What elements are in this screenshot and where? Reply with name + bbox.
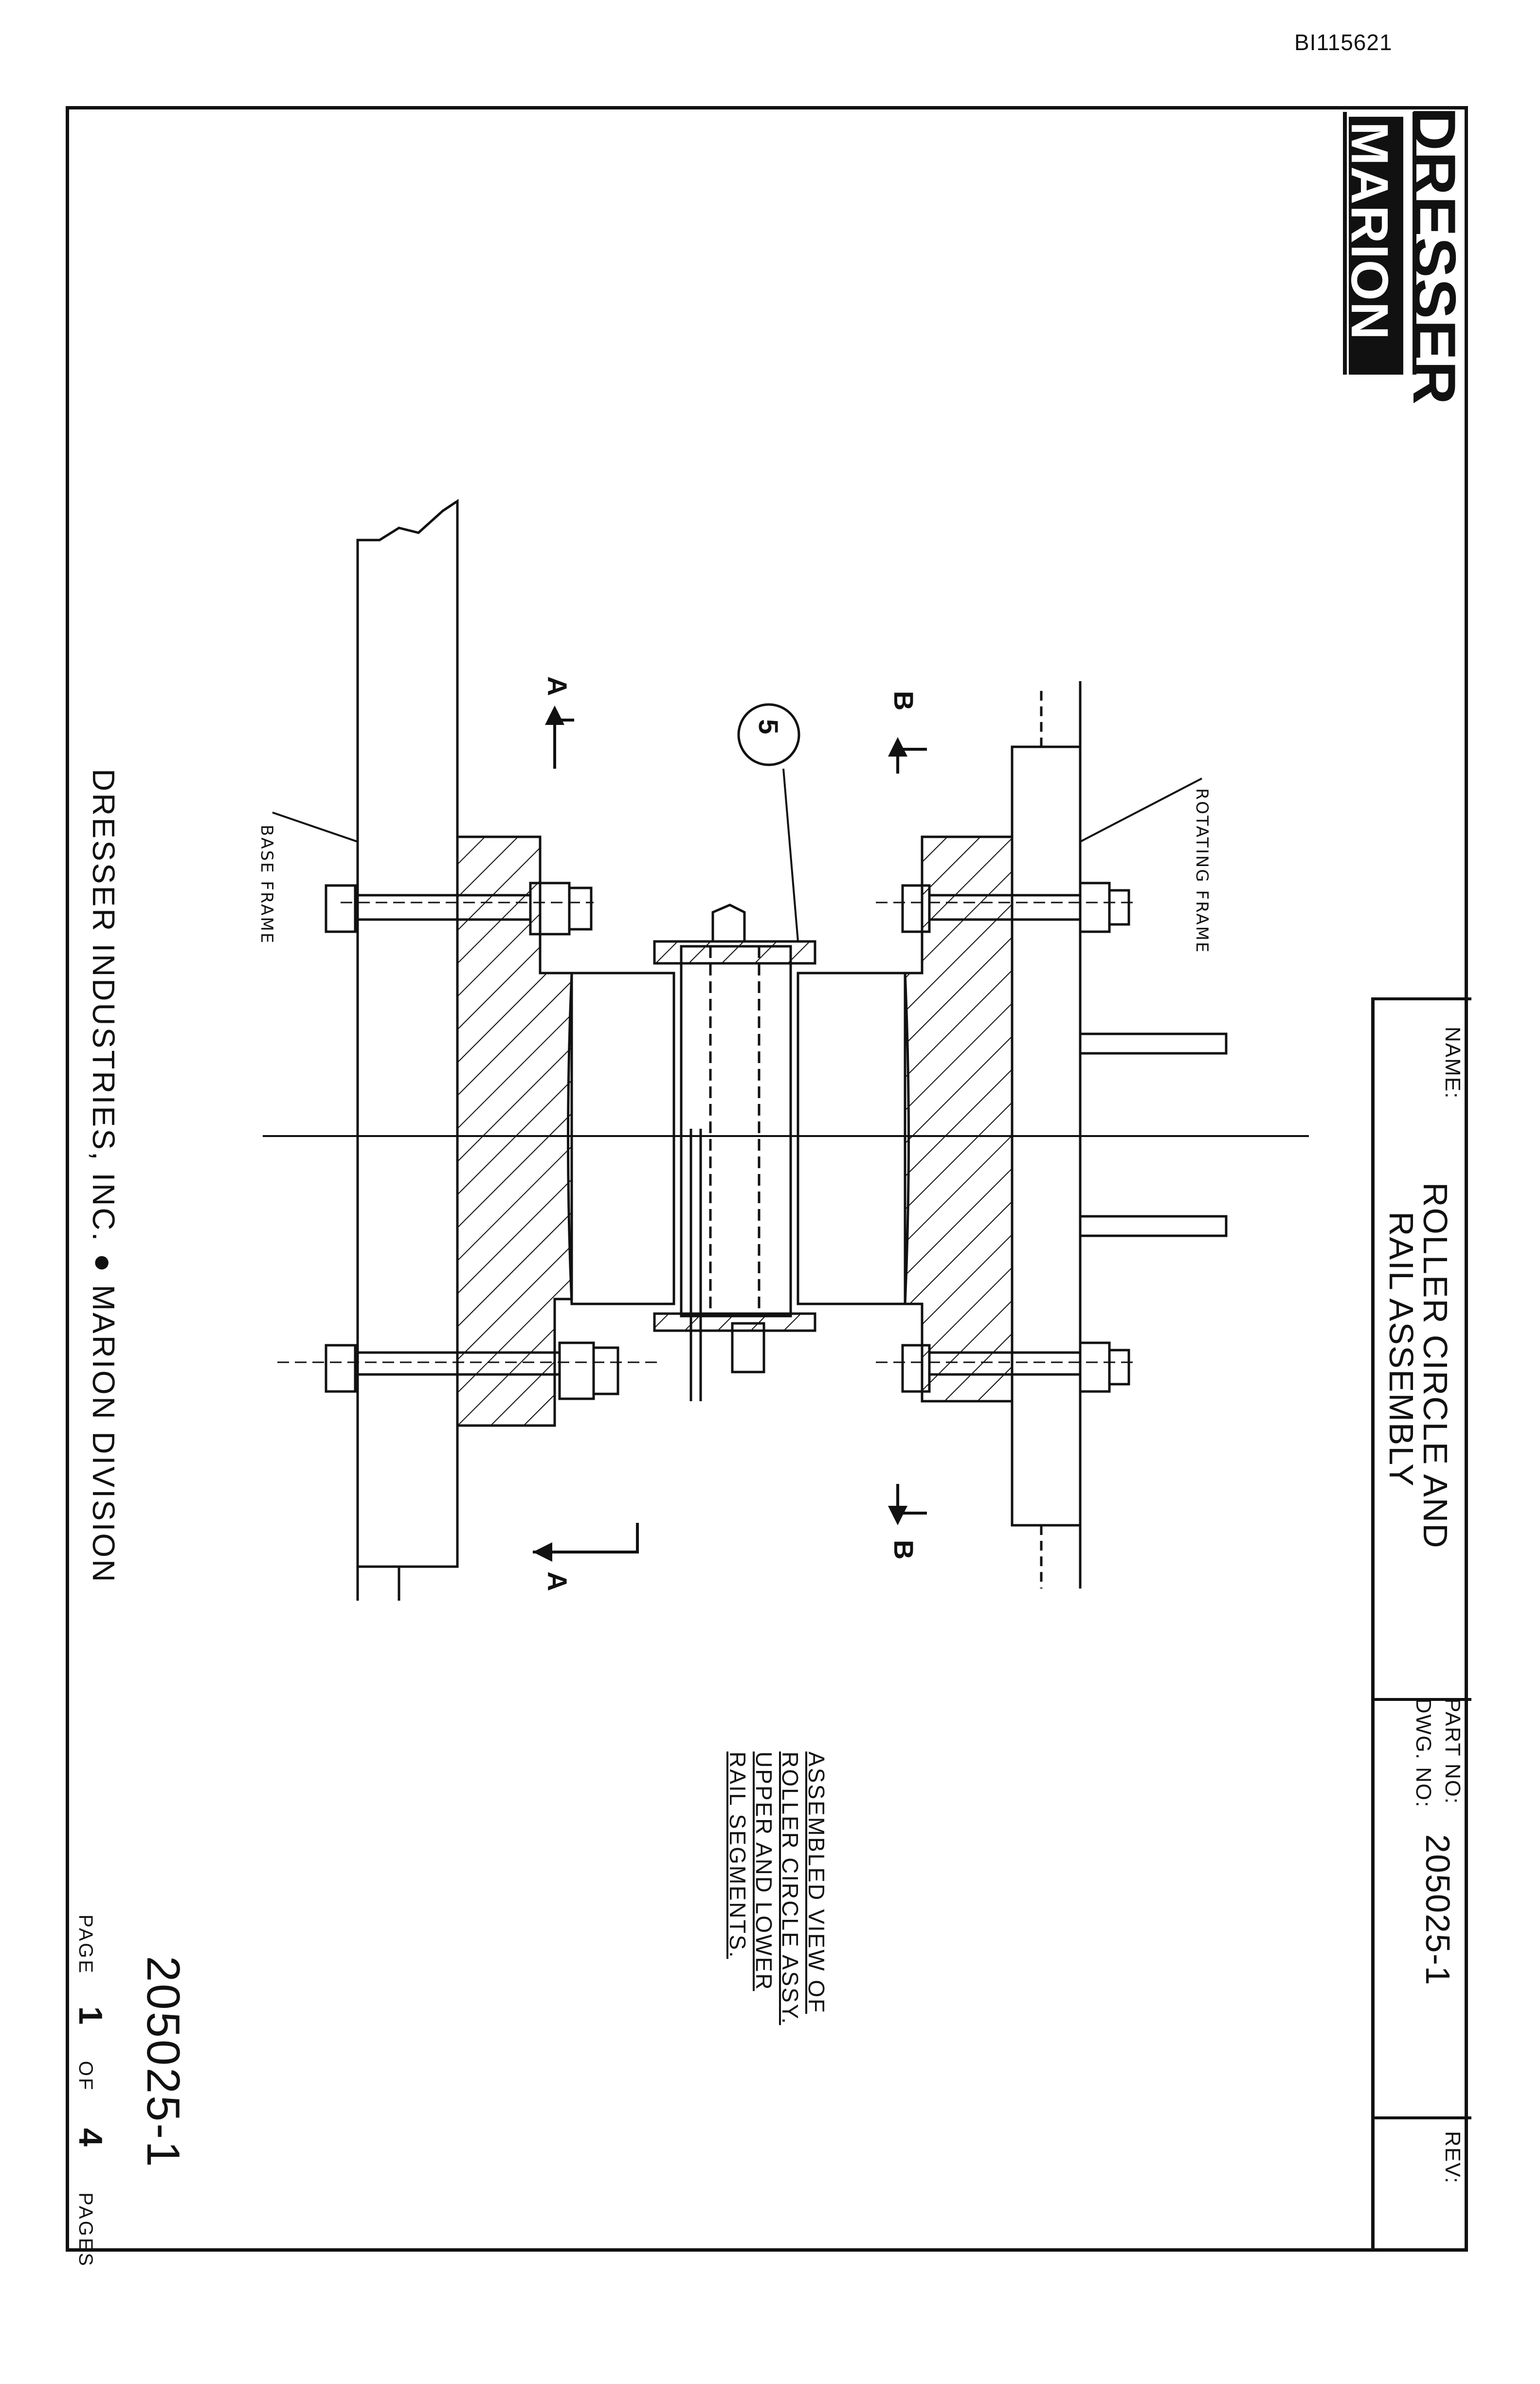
base-frame-member <box>356 499 459 1568</box>
part-name-line1: ROLLER CIRCLE AND <box>1416 1182 1454 1549</box>
rev-label: REV: <box>1441 2131 1465 2185</box>
page-current: 1 <box>72 2006 109 2025</box>
rotating-frame-label: ROTATING FRAME <box>1192 788 1212 954</box>
company-name: DRESSER INDUSTRIES, INC. ● MARION DIVISI… <box>86 769 121 1584</box>
sheet-frame <box>66 106 1468 2252</box>
note-line-2: ROLLER CIRCLE ASSY. <box>778 1752 803 2025</box>
bolt-upper-right <box>876 882 1134 933</box>
part-no-label: PART NO: <box>1441 1698 1465 1805</box>
page-total: 4 <box>72 2128 109 2147</box>
page-label: PAGE <box>75 1914 96 1975</box>
section-b-top-label: B <box>888 691 919 711</box>
section-a-top-label: A <box>542 676 573 696</box>
section-b-bottom-label: B <box>888 1540 919 1560</box>
bolt-upper-left <box>325 882 594 936</box>
bolt-lower-left <box>277 1341 657 1400</box>
dwg-no-label: DWG. NO: <box>1412 1698 1435 1808</box>
note-line-3: UPPER AND LOWER <box>751 1752 777 1991</box>
part-no-value: 205025-1 <box>1419 1834 1457 1986</box>
pages-label: PAGES <box>75 2192 96 2268</box>
of-label: OF <box>75 2060 96 2092</box>
page-indicator: PAGE 1 OF 4 PAGES <box>72 1914 109 2268</box>
scan-id: BI115621 <box>1294 30 1393 55</box>
note-line-1: ASSEMBLED VIEW OF <box>804 1752 829 2014</box>
note-line-4: RAIL SEGMENTS. <box>725 1752 750 1959</box>
base-frame-label: BASE FRAME <box>257 825 276 945</box>
dresser-marion-logo: DRESSER MARION <box>1341 102 1474 405</box>
roller-shaft <box>680 945 792 1318</box>
footer-drawing-number: 205025-1 <box>137 1956 189 2169</box>
name-label: NAME: <box>1441 1027 1465 1100</box>
title-panel: NAME: ROLLER CIRCLE AND RAIL ASSEMBLY PA… <box>1371 997 1471 2252</box>
part-name-line2: RAIL ASSEMBLY <box>1382 1211 1420 1487</box>
section-a-bottom-label: A <box>542 1571 573 1591</box>
bolt-lower-right <box>876 1341 1134 1393</box>
roller <box>567 972 675 1305</box>
logo-line1: DRESSER <box>1400 107 1468 406</box>
item-balloon-label: 5 <box>753 719 784 735</box>
assembly-note: ASSEMBLED VIEW OF ROLLER CIRCLE ASSY. UP… <box>725 1752 830 2025</box>
logo-line2: MARION <box>1341 122 1399 341</box>
